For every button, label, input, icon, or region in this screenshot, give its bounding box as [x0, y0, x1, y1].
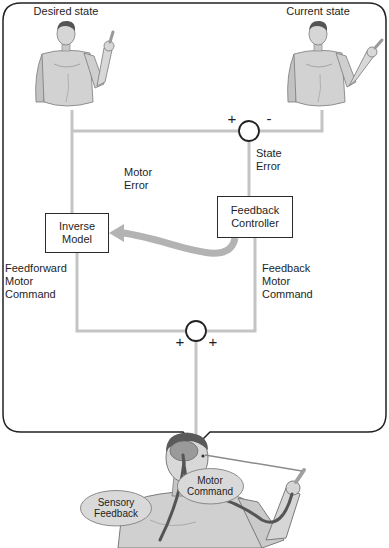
nerve-pathway	[160, 455, 292, 540]
model-box: Inverse Model	[45, 213, 109, 253]
oval-shape	[80, 490, 151, 525]
signal-label: State Error	[256, 147, 296, 173]
node-label: Sensory Feedback	[88, 497, 144, 520]
node-text-group: Motor Command	[185, 475, 236, 498]
signal-wires	[72, 110, 322, 440]
person-figure	[118, 433, 304, 548]
node-text-group: Inverse Model	[50, 220, 104, 245]
node-label: Inverse Model	[50, 220, 104, 245]
arrow-head	[109, 224, 124, 242]
edge-label: Motor Error	[124, 166, 168, 192]
controller-box: Feedback Controller	[217, 196, 293, 238]
sign-mark: -	[262, 110, 276, 128]
sign-mark: +	[206, 333, 220, 351]
sign-mark: +	[173, 333, 187, 351]
desired-figure	[36, 21, 114, 106]
state-heading: Current state	[268, 5, 368, 18]
node-label: Feedback Controller	[222, 204, 288, 229]
signal-label: Feedforward Motor Command	[5, 262, 73, 302]
node-text-group: Feedback Controller	[222, 204, 288, 229]
sign-mark: +	[225, 110, 239, 128]
thought-bubble	[3, 3, 386, 446]
state-heading: Desired state	[16, 5, 116, 18]
sum-junction	[186, 321, 206, 341]
signal-label: Feedback Motor Command	[262, 262, 324, 302]
node-text-group: Sensory Feedback	[88, 497, 144, 520]
signal-oval: Motor Command	[176, 467, 245, 506]
node-label: Motor Command	[185, 475, 236, 498]
oval-shape	[177, 468, 243, 503]
signal-oval: Sensory Feedback	[79, 489, 153, 528]
current-figure	[288, 21, 382, 106]
sum-junction	[239, 121, 259, 141]
